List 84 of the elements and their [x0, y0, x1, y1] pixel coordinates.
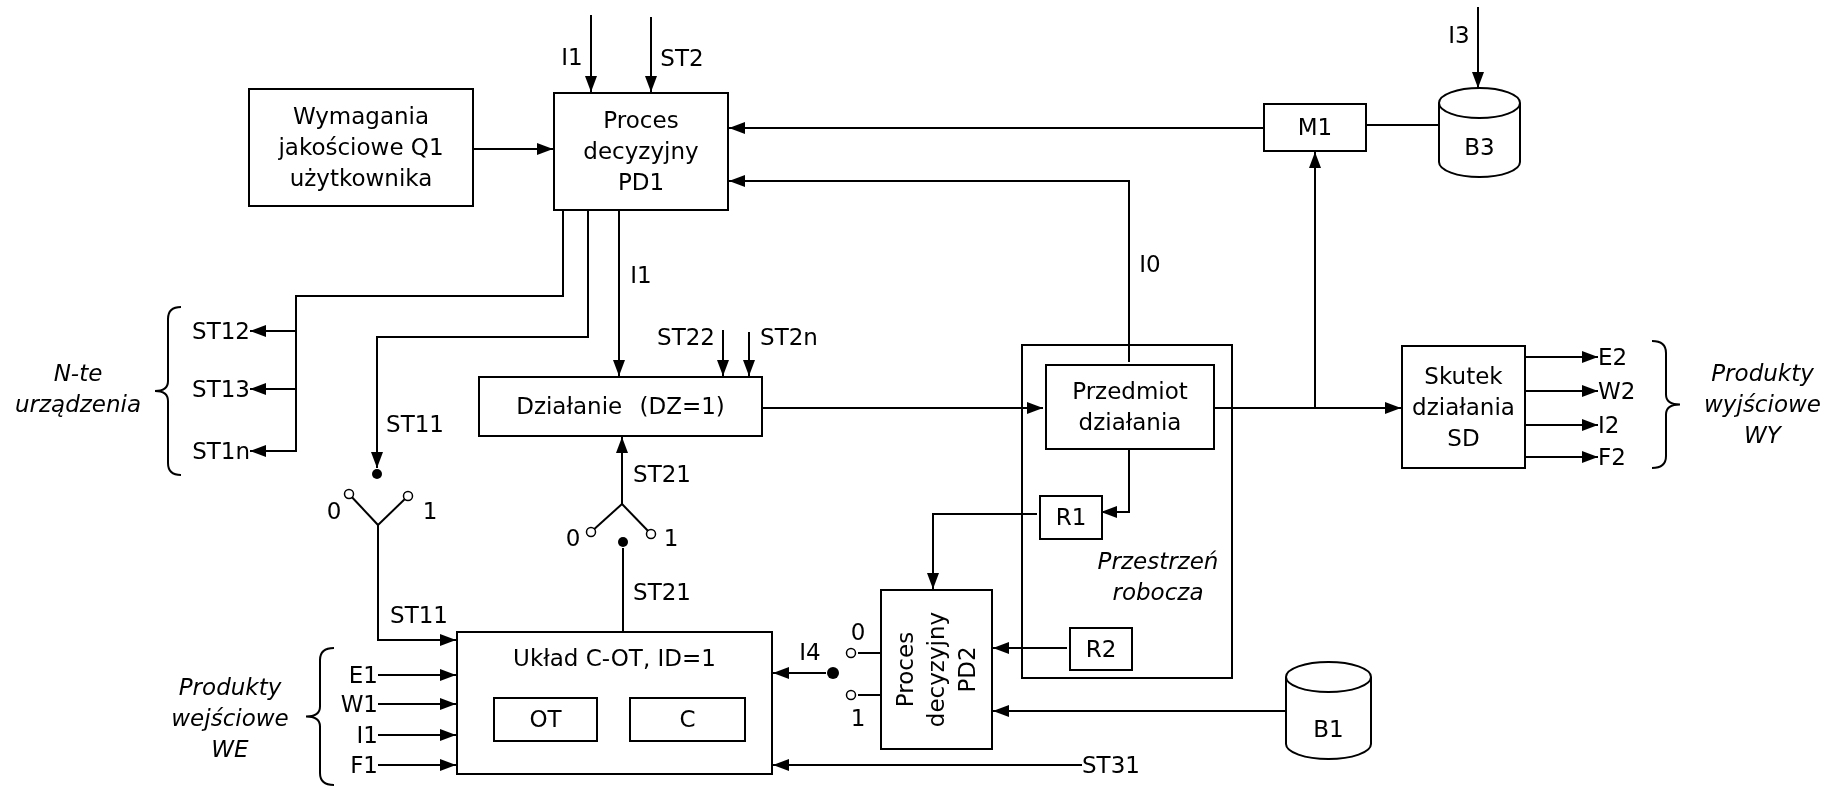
process-box	[1069, 627, 1133, 671]
signal-label: F2	[1598, 442, 1648, 472]
group-label: Produkty wyjściowe WY	[1703, 359, 1822, 450]
box-label: Proces decyzyjny PD2	[891, 610, 981, 730]
process-box	[1039, 495, 1103, 540]
arrow	[743, 331, 755, 377]
arrow	[1525, 451, 1599, 463]
connector-line	[622, 547, 624, 632]
process-box	[880, 589, 993, 750]
process-box	[553, 92, 729, 211]
switch-position-label: 1	[850, 705, 866, 731]
process-box	[493, 697, 598, 742]
connector-line	[857, 652, 881, 696]
group-label: Produkty wejściowe WE	[170, 673, 290, 764]
arrow	[992, 642, 1068, 654]
arrow	[717, 329, 729, 377]
box-label: M1	[1296, 113, 1334, 142]
arrow	[927, 513, 1038, 590]
process-box	[456, 631, 773, 775]
connector-line	[1366, 124, 1439, 126]
process-box	[1401, 345, 1526, 469]
arrow	[1525, 385, 1599, 397]
signal-label: ST1n	[172, 436, 250, 466]
switch-position-label: 0	[326, 498, 342, 524]
switch-position-label: 0	[850, 619, 866, 645]
box-label: B3	[1463, 133, 1496, 162]
arrow	[772, 759, 1083, 771]
arrow	[1525, 419, 1599, 431]
process-box	[478, 376, 763, 437]
signal-label: F1	[336, 750, 378, 780]
arrow	[377, 698, 457, 710]
group-label: N-te urządzenia	[13, 359, 143, 419]
arrow	[992, 705, 1286, 717]
box-label: Wymagania jakościowe Q1 użytkownika	[277, 102, 445, 193]
switch-symbol	[826, 646, 858, 702]
arrow	[613, 210, 625, 377]
signal-label: W2	[1598, 376, 1648, 406]
box-label: C	[678, 705, 697, 734]
signal-label: W1	[336, 689, 378, 719]
box-label: Układ C-OT, ID=1	[512, 644, 717, 673]
arrow	[249, 210, 564, 457]
switch-position-label: 1	[422, 498, 438, 524]
signal-label: ST13	[172, 374, 250, 404]
box-label: Proces decyzyjny PD1	[582, 106, 700, 197]
arrow	[377, 527, 457, 646]
arrow	[1525, 351, 1599, 363]
arrow	[377, 669, 457, 681]
box-label: Działanie (DZ=1)	[515, 392, 726, 421]
box-label: R2	[1084, 634, 1118, 664]
box-label: Skutek działania SD	[1411, 361, 1516, 453]
arrow	[728, 122, 1264, 134]
box-label: R1	[1054, 503, 1088, 532]
arrow	[762, 402, 1044, 414]
process-box	[1045, 364, 1215, 450]
arrow	[377, 759, 457, 771]
arrow	[645, 16, 657, 93]
signal-label: ST12	[172, 316, 250, 346]
arrow	[377, 729, 457, 741]
arrow	[728, 175, 1130, 363]
workspace-frame	[1021, 344, 1233, 679]
arrow	[1472, 6, 1484, 89]
arrow	[371, 210, 589, 469]
signal-label: E2	[1598, 342, 1648, 372]
process-box	[1263, 103, 1367, 152]
arrow	[1212, 151, 1321, 409]
arrow	[585, 14, 597, 93]
signal-label: ST31	[1082, 750, 1154, 780]
arrow	[772, 667, 827, 679]
process-box	[248, 88, 474, 207]
region-label: Przestrzeń robocza	[1096, 547, 1220, 607]
switch-position-label: 1	[663, 525, 679, 551]
arrow	[616, 436, 628, 501]
database-cylinder	[1438, 88, 1521, 177]
signal-label: I1	[336, 720, 378, 750]
switch-position-label: 0	[565, 525, 581, 551]
arrow	[1100, 447, 1130, 518]
arrow	[473, 143, 554, 155]
process-box	[629, 697, 746, 742]
box-label: OT	[528, 705, 563, 734]
box-label: B1	[1312, 715, 1345, 744]
signal-label: I2	[1598, 410, 1648, 440]
box-label: Przedmiot działania	[1071, 377, 1189, 437]
signal-label: E1	[336, 660, 378, 690]
database-cylinder	[1285, 662, 1372, 759]
